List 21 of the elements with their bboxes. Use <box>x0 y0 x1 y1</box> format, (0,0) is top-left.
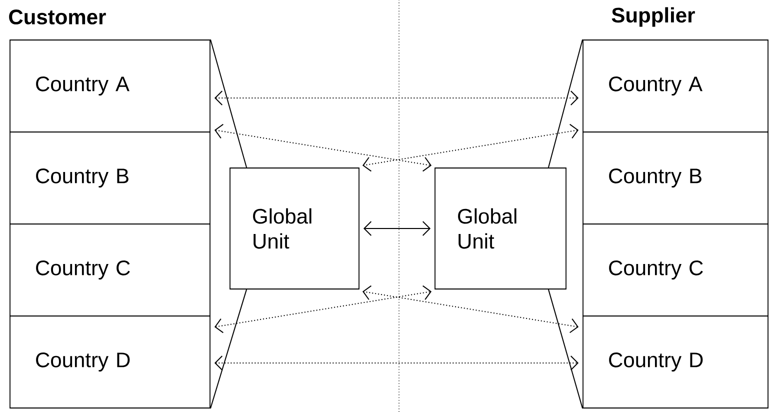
country-box: Country B <box>10 132 210 224</box>
connector-line <box>210 288 248 409</box>
country-box: Country C <box>582 224 768 316</box>
connector-line <box>210 39 248 168</box>
unit-box: Global Unit <box>230 168 360 290</box>
country-box: Country D <box>582 316 768 408</box>
arrow <box>214 356 579 370</box>
country-box: Country A <box>10 40 210 132</box>
arrow <box>363 221 431 236</box>
arrow <box>214 90 579 106</box>
country-box: Country C <box>10 224 210 316</box>
country-box: Country D <box>10 316 210 408</box>
country-box: Country A <box>582 40 768 132</box>
arrow <box>362 124 579 172</box>
arrow <box>214 124 432 172</box>
unit-box: Global Unit <box>434 168 566 290</box>
connector-line <box>548 39 584 168</box>
country-box: Country B <box>582 132 768 224</box>
arrow <box>214 285 432 334</box>
connector-line <box>548 288 584 409</box>
arrow <box>362 285 579 334</box>
